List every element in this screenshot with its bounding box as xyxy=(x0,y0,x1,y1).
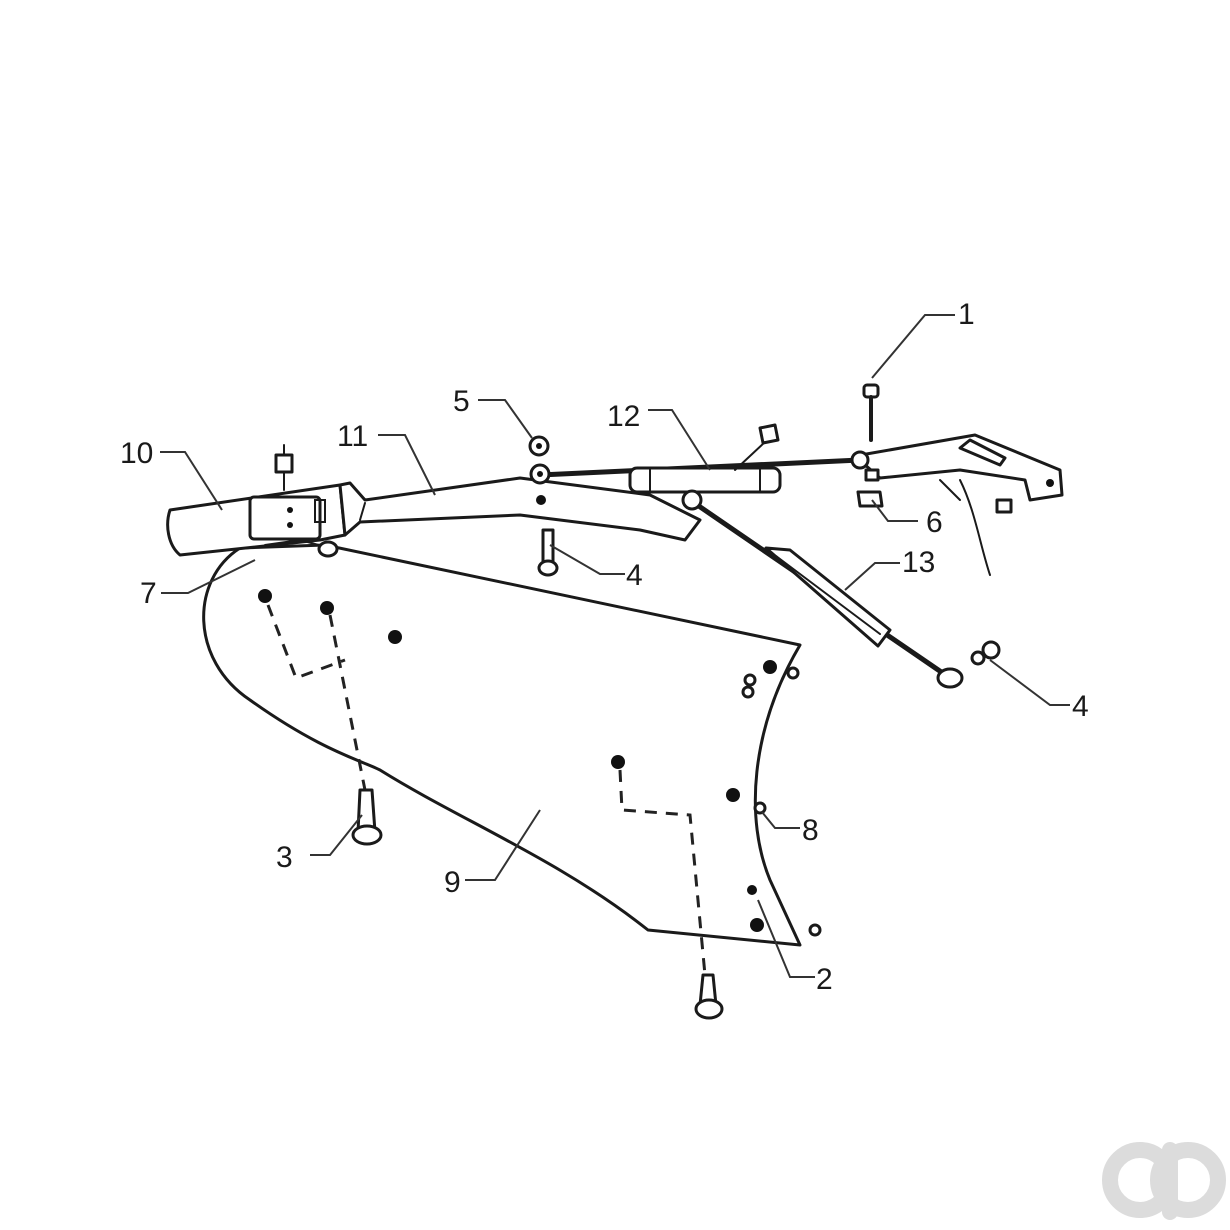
mouldboard-hole xyxy=(750,918,764,932)
mouldboard-hole xyxy=(763,660,777,674)
callout-10: 10 xyxy=(120,437,153,470)
mouldboard-hole xyxy=(611,755,625,769)
leader-lines xyxy=(160,314,1070,978)
callout-8: 8 xyxy=(802,814,819,847)
mouldboard-hole xyxy=(726,788,740,802)
assembly-guide-lines xyxy=(266,604,707,976)
callout-2: 2 xyxy=(816,963,833,996)
rear-bracket xyxy=(850,383,1064,576)
callout-11: 11 xyxy=(337,420,368,453)
tie-rod-13 xyxy=(681,489,1001,689)
bolt-3 xyxy=(351,788,383,846)
callout-3: 3 xyxy=(276,841,293,874)
mouldboard-hole xyxy=(747,885,757,895)
mouldboard-hole xyxy=(258,589,272,603)
callout-5: 5 xyxy=(453,385,470,418)
callout-13: 13 xyxy=(902,546,935,579)
nuts-edge xyxy=(741,666,822,937)
callout-4: 4 xyxy=(626,559,643,592)
callout-7: 7 xyxy=(140,577,157,610)
callout-labels: 1 2 3 4 4 5 6 7 8 9 10 11 12 13 xyxy=(120,298,1089,996)
mouldboard-hole xyxy=(320,601,334,615)
tie-rod-12 xyxy=(529,423,863,494)
mouldboard-plate xyxy=(202,543,802,947)
callout-9: 9 xyxy=(444,866,461,899)
bolt-lower xyxy=(694,973,724,1020)
callout-12: 12 xyxy=(607,400,640,433)
callout-1: 1 xyxy=(958,298,975,331)
callout-4: 4 xyxy=(1072,690,1089,723)
beam-11 xyxy=(338,476,702,542)
bolt-4-upper xyxy=(536,495,559,577)
mouldboard-hole xyxy=(388,630,402,644)
front-bracket xyxy=(166,444,347,558)
watermark-logo xyxy=(1102,1142,1226,1220)
nut-5 xyxy=(528,435,550,457)
callout-6: 6 xyxy=(926,506,943,539)
